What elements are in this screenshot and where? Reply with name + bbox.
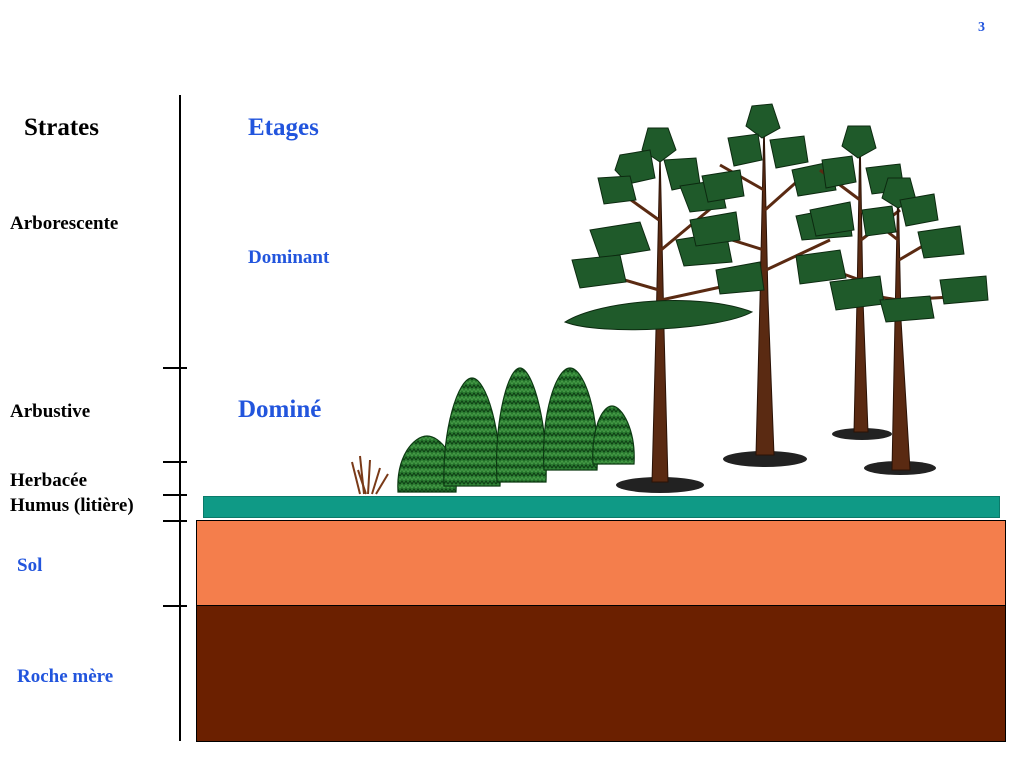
strates-header: Strates [24,114,99,141]
tree-3-icon [795,125,905,433]
strate-herbacee-label: Herbacée [10,470,88,491]
tick-sol-roche [163,605,187,607]
humus-layer [203,496,1000,518]
tick-humus-sol [163,520,187,522]
strate-humus-label: Humus (litière) [10,495,134,516]
tick-arbustive-herbacee [163,461,187,463]
etages-header: Etages [248,114,319,141]
herbaceous-tuft-icon [351,455,389,495]
strata-divider-line [179,95,181,741]
strate-sol-label: Sol [17,555,43,576]
shrub-group-icon [397,367,635,493]
tick-herbacee-humus [163,494,187,496]
tick-arborescente-arbustive [163,367,187,369]
etage-dominant-label: Dominant [248,247,330,268]
tree-1-icon [563,127,754,483]
etage-domine-label: Dominé [238,396,322,423]
tree-shadows [616,428,936,493]
page-number: 3 [978,20,985,35]
strate-arborescente-label: Arborescente [10,213,119,234]
roche-mere-layer [196,605,1006,742]
strate-roche-mere-label: Roche mère [17,666,114,687]
sol-layer [196,520,1006,606]
tree-4-icon [829,177,989,471]
strate-arbustive-label: Arbustive [10,401,91,422]
